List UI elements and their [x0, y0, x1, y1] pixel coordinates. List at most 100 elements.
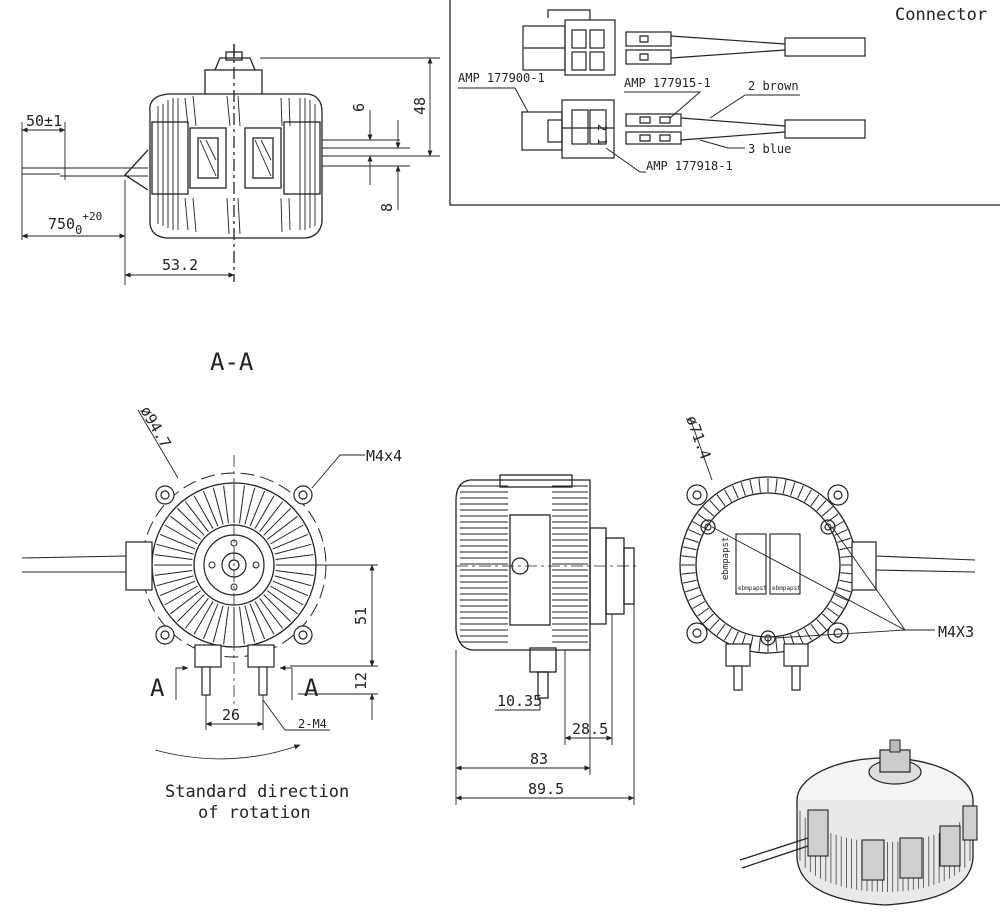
fin-line [688, 529, 702, 536]
fin-line [821, 613, 834, 624]
wire-brown-label: 2 brown [748, 79, 799, 93]
connector-frame [449, 0, 1000, 206]
section-label: A-A [210, 348, 254, 376]
dim-750-sub: 0 [75, 223, 82, 237]
fin-line [697, 607, 710, 617]
fin-line [272, 580, 309, 597]
fin-line [184, 597, 209, 629]
section-a-right: A [304, 674, 319, 702]
fin-line [275, 570, 314, 576]
front-dimension-lines [137, 409, 378, 760]
fin-line [732, 485, 739, 499]
lower-terminals [625, 113, 866, 145]
fin-line [223, 606, 229, 645]
fin-line [826, 513, 839, 523]
fin-line [266, 590, 298, 615]
two-m4-label: 2-M4 [298, 717, 327, 731]
fin-line [266, 515, 298, 540]
fin-line [164, 524, 198, 545]
rotation-line-1: Standard direction [165, 782, 349, 802]
fin-line [821, 506, 834, 517]
dim-6: 6 [350, 103, 368, 112]
fin-line [263, 594, 291, 622]
fin-line [254, 495, 275, 529]
fin-line [244, 605, 256, 643]
wire-blue-label: 3 blue [748, 142, 791, 156]
iso-terminals [807, 805, 978, 881]
section-a-left: A [150, 674, 165, 702]
fin-line [685, 587, 699, 593]
mounting-lugs [155, 485, 313, 645]
iso-cable [739, 837, 809, 869]
side-view: 50±1 7500+20 53.2 6 48 8 [21, 44, 440, 285]
dim-51: 51 [352, 607, 370, 625]
iso-shaft [889, 739, 901, 753]
dim-28-5: 28.5 [572, 720, 608, 738]
fin-line [782, 479, 787, 494]
fin-line [834, 594, 848, 601]
connector-title: Connector [895, 5, 987, 25]
connector-panel: Connector 2 [449, 0, 1000, 206]
rear-view: ebmpapst ebmpapst ebmpapst ø71.4 M4X3 [679, 413, 976, 691]
profile-body [455, 474, 640, 699]
fin-line [259, 597, 284, 629]
rear-cable [875, 555, 976, 573]
dim-50: 50±1 [26, 112, 62, 130]
fin-line [170, 515, 202, 540]
fin-line [716, 494, 726, 507]
fin-line [270, 585, 304, 606]
fin-line [263, 508, 291, 536]
fin-line [184, 501, 209, 533]
fin-line [156, 543, 194, 555]
lower-housing [521, 99, 615, 159]
fin-line [758, 478, 761, 493]
fin-line [159, 580, 196, 597]
dim-750-main: 750 [48, 215, 75, 233]
fin-line [202, 490, 219, 527]
side-fins [157, 95, 316, 235]
front-cable [21, 555, 127, 573]
fin-line [816, 499, 827, 512]
fin-line [775, 478, 778, 493]
fin-line [797, 485, 804, 499]
rear-brand-vertical: ebmpapst [721, 537, 731, 580]
fin-line [193, 601, 214, 635]
fin-line [804, 627, 812, 641]
fin-line [681, 555, 696, 558]
fin-line [716, 623, 726, 636]
fin-line [239, 485, 245, 524]
fin-line [826, 607, 839, 617]
upper-terminals [625, 31, 866, 65]
dim-10-35: 10.35 [497, 692, 542, 710]
motor-3d-illustration [739, 739, 978, 906]
fin-line [249, 603, 266, 640]
fin-line [239, 606, 245, 645]
dia-94-7-label: ø94.7 [137, 403, 175, 451]
fin-line [682, 546, 697, 551]
fin-line [156, 575, 194, 587]
fin-line [810, 623, 820, 636]
dim-750: 7500+20 [48, 210, 102, 237]
fin-line [839, 546, 854, 551]
profile-fins [460, 485, 588, 643]
fin-line [159, 533, 196, 550]
fin-line [212, 605, 224, 643]
fin-line [177, 594, 205, 622]
fin-line [724, 627, 732, 641]
fin-line [830, 601, 844, 609]
profile-view: 10.35 28.5 83 89.5 [455, 474, 640, 805]
rotation-line-2: of rotation [198, 803, 311, 823]
rear-label-plates [735, 533, 801, 595]
fin-line [837, 537, 851, 543]
fin-line [681, 572, 696, 575]
dim-89-5: 89.5 [528, 780, 564, 798]
fin-line [709, 499, 720, 512]
fin-line [816, 618, 827, 631]
front-view: ø94.7 M4x4 51 12 26 2-M4 A A Standard di… [21, 403, 402, 823]
rear-terminals [725, 541, 877, 691]
dim-48: 48 [411, 97, 429, 115]
dim-83: 83 [530, 750, 548, 768]
fin-line [685, 537, 699, 543]
fin-line [274, 575, 312, 587]
fin-line [223, 485, 229, 524]
